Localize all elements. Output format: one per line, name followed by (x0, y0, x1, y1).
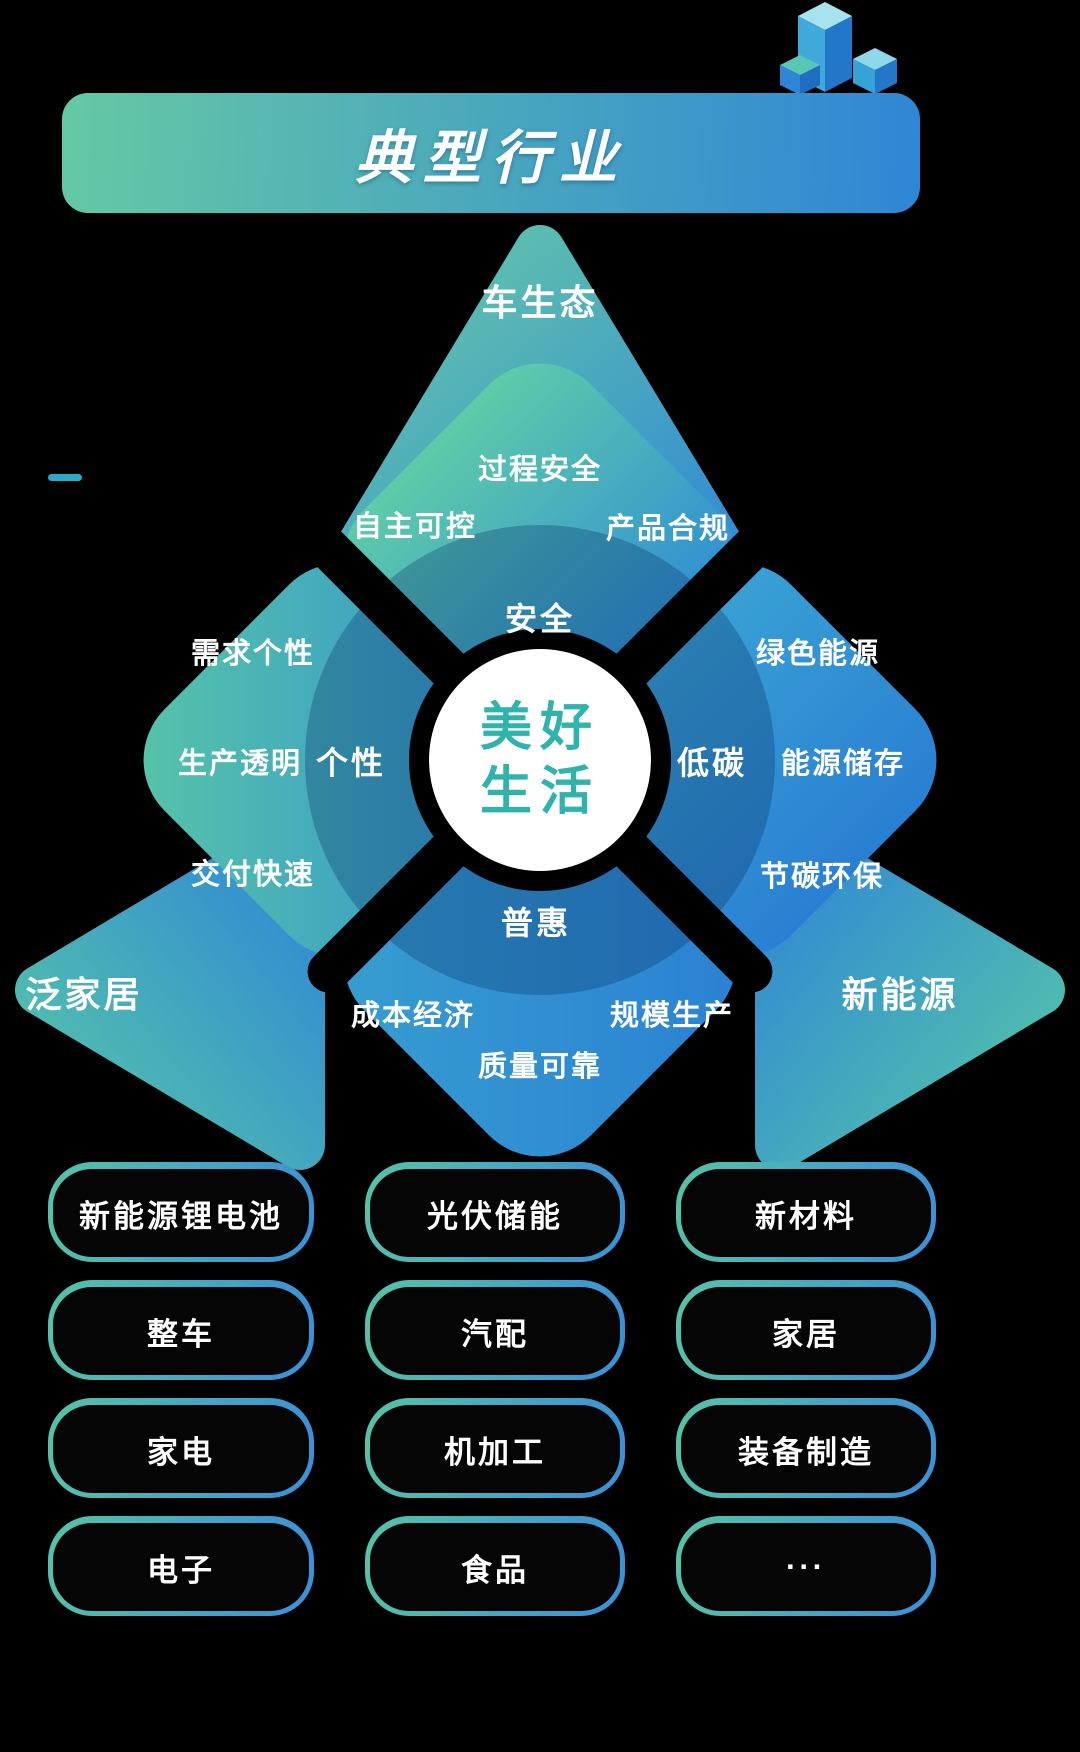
industry-pill-more[interactable]: ··· (676, 1516, 936, 1616)
petal-item-reliable-quality: 质量可靠 (477, 1051, 603, 1083)
industry-pill-electronics[interactable]: 电子 (48, 1516, 314, 1616)
center-text-line2: 生活 (479, 763, 600, 821)
sector-triangle-energy (755, 810, 1065, 1170)
petal-item-green-energy: 绿色能源 (755, 638, 881, 670)
industry-pill-equipment-mfg[interactable]: 装备制造 (676, 1398, 936, 1498)
center-badge: 美好 生活 (429, 649, 651, 871)
petal-item-cost-economy: 成本经济 (350, 1000, 476, 1032)
industry-pill-home-furnishing[interactable]: 家居 (676, 1280, 936, 1380)
petal-item-demand: 需求个性 (190, 638, 316, 670)
page-title: 典型行业 (354, 126, 627, 191)
industry-pill-lithium-battery[interactable]: 新能源锂电池 (48, 1162, 314, 1262)
sector-label-car: 车生态 (481, 282, 599, 323)
axis-label-low-carbon: 低碳 (676, 745, 748, 781)
industry-pill-vehicles[interactable]: 整车 (48, 1280, 314, 1380)
sector-label-home: 泛家居 (25, 974, 143, 1015)
industry-pill-grid: 新能源锂电池 光伏储能 新材料 整车 汽配 家居 家电 机加工 装备制造 电子 … (48, 1162, 936, 1616)
petal-item-autonomy: 自主可控 (352, 511, 478, 543)
sector-label-energy: 新能源 (841, 974, 959, 1015)
axis-label-inclusive: 普惠 (500, 905, 572, 941)
industry-pill-new-materials[interactable]: 新材料 (676, 1162, 936, 1262)
buildings-icon (780, 2, 897, 95)
axis-label-personality: 个性 (315, 745, 387, 781)
industry-pill-auto-parts[interactable]: 汽配 (365, 1280, 625, 1380)
industry-pill-food[interactable]: 食品 (365, 1516, 625, 1616)
petal-item-energy-storage: 能源储存 (780, 748, 906, 780)
industry-pill-home-appliances[interactable]: 家电 (48, 1398, 314, 1498)
petal-item-process-safety: 过程安全 (477, 454, 603, 486)
petal-item-fast-delivery: 交付快速 (190, 859, 316, 891)
sector-triangle-home (15, 810, 325, 1170)
center-text-line1: 美好 (479, 699, 600, 757)
industry-pill-pv-storage[interactable]: 光伏储能 (365, 1162, 625, 1262)
accent-dash (48, 474, 82, 481)
petal-item-transparency: 生产透明 (177, 748, 303, 780)
petal-item-compliance: 产品合规 (605, 513, 731, 545)
industry-pill-machining[interactable]: 机加工 (365, 1398, 625, 1498)
petal-item-carbon-saving: 节碳环保 (759, 861, 885, 893)
title-banner: 典型行业 (62, 93, 920, 213)
petal-item-scale-production: 规模生产 (609, 1000, 735, 1032)
axis-label-safety: 安全 (504, 601, 576, 637)
